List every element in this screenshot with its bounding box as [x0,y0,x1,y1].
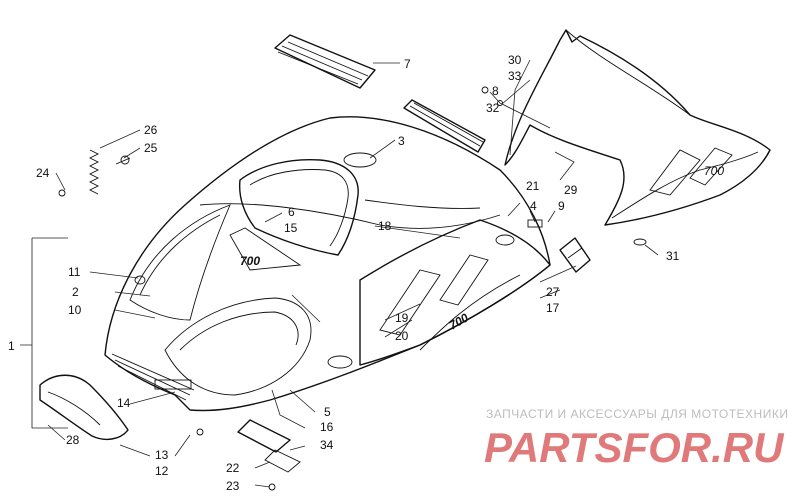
callout-28: 28 [66,433,80,447]
callout-25: 25 [144,141,158,155]
hood-decal-text: 700 [240,254,260,268]
callout-21: 21 [526,179,540,193]
callout-1: 1 [8,339,15,353]
fasteners [196,86,647,491]
callout-24: 24 [36,166,50,180]
callout-34: 34 [320,438,334,452]
callout-22: 22 [226,461,240,475]
callout-19: 19 [395,311,409,325]
callout-2: 2 [72,285,79,299]
callout-7: 7 [404,57,411,71]
callout-20: 20 [395,329,409,343]
spring-assembly [58,149,131,197]
front-bumper [39,374,129,441]
callout-5: 5 [324,405,331,419]
windshield: 700 [504,29,771,226]
callout-30: 30 [508,53,522,67]
callout-13: 13 [155,448,169,462]
callout-6: 6 [288,205,295,219]
callout-33: 33 [508,69,522,83]
callout-10: 10 [68,303,82,317]
vent-grille [274,34,376,89]
mount-bracket [559,237,591,273]
callout-3: 3 [398,134,405,148]
headlight-lens [237,419,301,473]
callout-12: 12 [155,464,169,478]
callout-32: 32 [486,101,500,115]
callout-11: 11 [68,265,81,279]
callout-29: 29 [564,183,578,197]
callout-31: 31 [666,249,680,263]
trim-strip [403,99,486,153]
callout-4: 4 [530,199,537,213]
callout-18: 18 [378,219,392,233]
watermark-subtitle: ЗАПЧАСТИ И АКСЕССУАРЫ ДЛЯ МОТОТЕХНИКИ [486,407,788,421]
watermark: ЗАПЧАСТИ И АКСЕССУАРЫ ДЛЯ МОТОТЕХНИКИ PA… [484,407,788,471]
hood-body: 700 700 [104,116,551,412]
callout-26: 26 [144,123,158,137]
callout-14: 14 [117,396,131,410]
callout-23: 23 [226,479,240,493]
callout-17: 17 [546,301,560,315]
callout-16: 16 [320,420,334,434]
windshield-decal-text: 700 [704,164,724,178]
leader-lines [20,59,659,488]
callout-15: 15 [284,221,298,235]
callout-9: 9 [558,199,565,213]
callout-8: 8 [492,84,499,98]
watermark-logo: PARTSFOR.RU [484,424,785,471]
callout-labels: 1 2 3 4 5 6 7 8 9 10 11 12 13 14 15 16 1… [8,53,680,493]
callout-27: 27 [546,285,560,299]
